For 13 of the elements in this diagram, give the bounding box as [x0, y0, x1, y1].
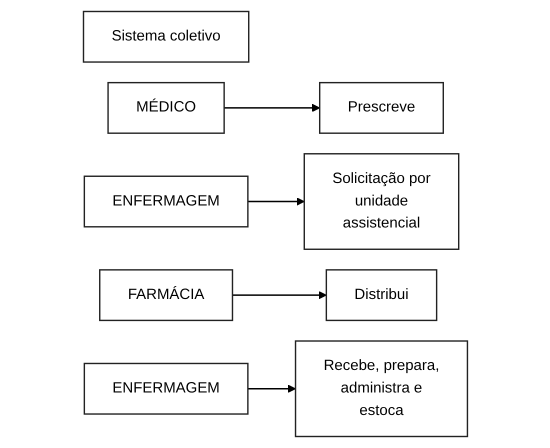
- node-box: MÉDICO: [106, 82, 224, 134]
- node-box: Solicitação por unidade assistencial: [303, 153, 459, 250]
- arrow: [247, 384, 296, 393]
- node-box: ENFERMAGEM: [83, 362, 248, 415]
- arrow: [224, 104, 320, 112]
- node-box: Recebe, prepara, administra e estoca: [294, 340, 468, 438]
- node-box: FARMÁCIA: [98, 269, 233, 322]
- arrow: [247, 197, 304, 206]
- node-box: Distribui: [325, 269, 437, 322]
- arrow: [232, 291, 326, 300]
- node-box: ENFERMAGEM: [83, 176, 248, 228]
- node-box: Prescreve: [318, 82, 444, 134]
- node-box: Sistema coletivo: [82, 10, 249, 63]
